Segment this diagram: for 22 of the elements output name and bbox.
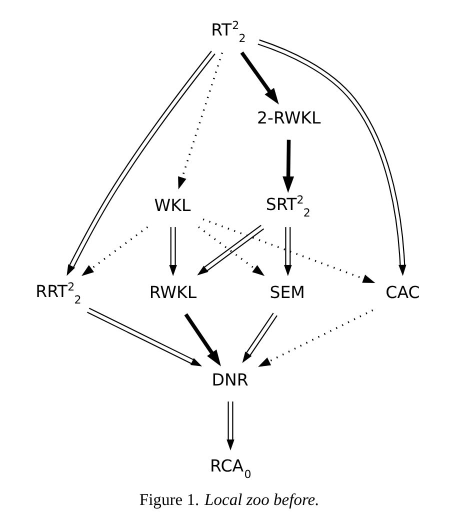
arrow: [240, 51, 279, 105]
arrow: [169, 227, 177, 276]
node-text: 2-RWKL: [257, 108, 321, 128]
arrow: [66, 50, 216, 276]
node-text: DNR: [212, 370, 248, 390]
arrow: [178, 52, 224, 190]
arrow: [226, 402, 234, 451]
arrow: [242, 312, 278, 364]
arrow: [202, 218, 376, 284]
node-text: RWKL: [149, 283, 197, 302]
arrow: [258, 309, 374, 367]
arrow: [87, 308, 202, 366]
node-text: WKL: [154, 196, 191, 215]
arrow: [82, 226, 148, 276]
node-text: RCA$_{0}$: [210, 456, 252, 482]
arrow: [282, 140, 294, 193]
arrow: [184, 313, 221, 366]
arrow: [284, 227, 292, 276]
node-text: CAC: [386, 283, 420, 302]
node-text: SEM: [270, 283, 305, 302]
arrow: [258, 39, 406, 276]
caption: Figure 1. Local zoo before.: [139, 490, 320, 510]
